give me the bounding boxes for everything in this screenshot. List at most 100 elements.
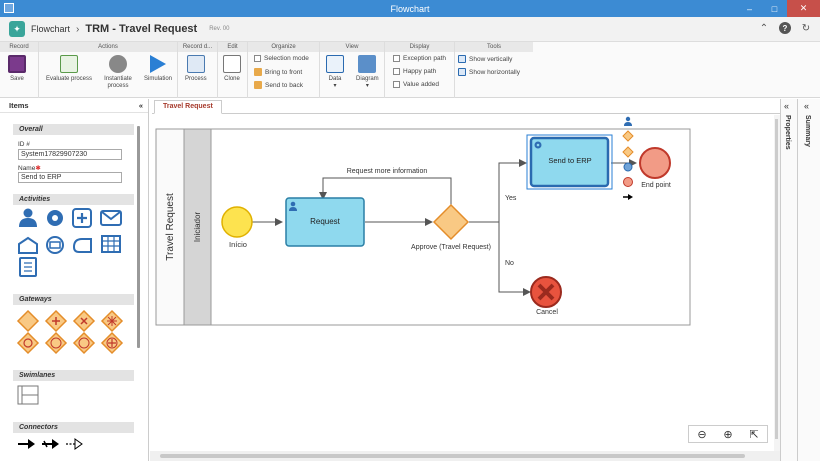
flow-request-more-info[interactable] <box>319 177 452 205</box>
properties-label: Properties <box>784 115 791 150</box>
help-icon[interactable]: ? <box>779 22 791 34</box>
collapse-left-icon[interactable]: « <box>138 101 143 110</box>
window-controls: – □ ✕ <box>737 0 820 17</box>
zoom-in-icon[interactable]: ⊕ <box>723 428 733 441</box>
pool-header <box>155 128 185 326</box>
show-vertically-button[interactable]: Show vertically <box>458 55 512 63</box>
checkbox-icon <box>393 68 400 75</box>
diagram-button[interactable]: Diagram ▾ <box>356 55 379 90</box>
section-swimlanes[interactable]: Swimlanes <box>13 370 134 381</box>
canvas-horizontal-scrollbar[interactable] <box>150 451 780 461</box>
page-title: TRM - Travel Request <box>85 23 198 35</box>
close-button[interactable]: ✕ <box>787 0 820 17</box>
receive-task-icon[interactable] <box>18 236 38 254</box>
items-panel-scrollbar[interactable] <box>137 126 140 348</box>
id-field[interactable]: System17829907230 <box>18 149 122 160</box>
send-to-back-button[interactable]: Send to back <box>254 81 303 89</box>
expand-summary-icon[interactable]: « <box>804 101 810 111</box>
name-label: Name✱ <box>18 164 41 172</box>
user-task-marker-icon <box>289 201 297 211</box>
service-task-icon[interactable] <box>47 210 63 226</box>
items-panel-header: Items « <box>0 99 148 113</box>
sequence-flow-icon[interactable] <box>18 439 35 449</box>
summary-label: Summary <box>804 115 811 147</box>
refresh-icon[interactable]: ↻ <box>801 22 811 34</box>
quick-connector-icon[interactable] <box>623 194 633 200</box>
horizontal-layout-icon <box>458 68 466 76</box>
save-button[interactable]: Save <box>8 55 26 83</box>
approve-gateway[interactable] <box>432 203 470 241</box>
inclusive-gateway-icon[interactable] <box>16 331 40 355</box>
expand-properties-icon[interactable]: « <box>784 101 790 111</box>
maximize-button[interactable]: □ <box>771 3 778 14</box>
checkbox-icon <box>393 81 400 88</box>
data-icon <box>326 55 344 73</box>
exclusive-gateway-icon[interactable] <box>16 309 40 333</box>
message-flow-icon[interactable] <box>66 438 83 450</box>
summary-panel-tab[interactable]: « Summary <box>797 99 820 461</box>
selection-mode-checkbox[interactable]: Selection mode <box>254 55 309 62</box>
quick-end-event-icon[interactable] <box>623 177 633 187</box>
quick-intermediate-event-icon[interactable] <box>623 162 633 172</box>
name-field[interactable]: Send to ERP <box>18 172 122 183</box>
request-more-info-label: Request more information <box>347 168 428 175</box>
quick-gateway-icon[interactable] <box>622 130 634 142</box>
section-overall[interactable]: Overall <box>13 124 134 135</box>
default-flow-icon[interactable] <box>42 439 59 449</box>
request-task[interactable] <box>285 197 365 247</box>
quick-user-task-icon[interactable] <box>624 116 632 126</box>
value-added-checkbox[interactable]: Value added <box>393 81 439 88</box>
bring-to-front-button[interactable]: Bring to front <box>254 68 302 76</box>
quick-parallel-gateway-icon[interactable] <box>622 146 634 158</box>
group-actions: Actions Evaluate process Instantiate pro… <box>39 42 178 98</box>
minimize-button[interactable]: – <box>746 3 752 14</box>
id-label: ID # <box>18 141 30 148</box>
process-button[interactable]: Process <box>185 55 207 83</box>
diagram-canvas[interactable]: Travel Request Iniciador Início Request … <box>150 115 780 452</box>
flow-no[interactable] <box>498 222 531 296</box>
breadcrumb-root[interactable]: Flowchart <box>31 24 71 34</box>
send-task-icon[interactable] <box>100 210 122 226</box>
flow-yes[interactable] <box>469 159 527 223</box>
show-horizontally-label: Show horizontally <box>469 68 520 76</box>
simulation-button[interactable]: Simulation <box>140 55 176 83</box>
end-event[interactable] <box>639 147 671 179</box>
group-record: Record Save <box>0 42 39 98</box>
gear-icon <box>109 55 127 73</box>
diagram-icon <box>358 55 377 73</box>
no-label: No <box>505 260 514 267</box>
add-task-icon[interactable] <box>72 208 92 228</box>
data-button[interactable]: Data ▾ <box>326 55 344 90</box>
properties-panel-tab[interactable]: « Properties <box>780 99 797 461</box>
swimlane-icon[interactable] <box>17 385 39 405</box>
app-icon <box>4 3 14 13</box>
clone-button[interactable]: Clone <box>223 55 241 83</box>
fit-to-screen-icon[interactable]: ⇱ <box>749 428 759 441</box>
start-event[interactable] <box>221 206 253 238</box>
exclusive-event-gateway-icon[interactable] <box>72 331 96 355</box>
exception-path-checkbox[interactable]: Exception path <box>393 55 446 62</box>
evaluate-process-button[interactable]: Evaluate process <box>42 55 96 83</box>
collapse-up-icon[interactable]: ⌃ <box>759 22 769 34</box>
data-dropdown-icon: ▾ <box>333 83 337 89</box>
happy-path-checkbox[interactable]: Happy path <box>393 68 436 75</box>
lane-header <box>183 128 212 326</box>
manual-task-icon[interactable] <box>72 238 92 253</box>
section-gateways[interactable]: Gateways <box>13 294 134 305</box>
business-rule-task-icon[interactable] <box>101 235 121 253</box>
zoom-out-icon[interactable]: ⊖ <box>697 428 707 441</box>
instantiate-process-button[interactable]: Instantiate process <box>101 55 135 90</box>
show-horizontally-button[interactable]: Show horizontally <box>458 68 520 76</box>
bring-front-icon <box>254 68 262 76</box>
send-to-erp-task[interactable] <box>529 136 610 188</box>
user-task-icon[interactable] <box>19 208 37 228</box>
tab-travel-request[interactable]: Travel Request <box>154 100 222 114</box>
diagram-label: Diagram <box>356 76 379 82</box>
canvas-vertical-scrollbar[interactable] <box>774 115 780 452</box>
message-task-icon[interactable] <box>46 236 64 254</box>
group-organize: Organize Selection mode Bring to front S… <box>248 42 320 98</box>
event-gateway-icon[interactable] <box>44 331 68 355</box>
script-task-icon[interactable] <box>19 257 37 277</box>
section-activities[interactable]: Activities <box>13 194 134 205</box>
section-connectors[interactable]: Connectors <box>13 422 134 433</box>
